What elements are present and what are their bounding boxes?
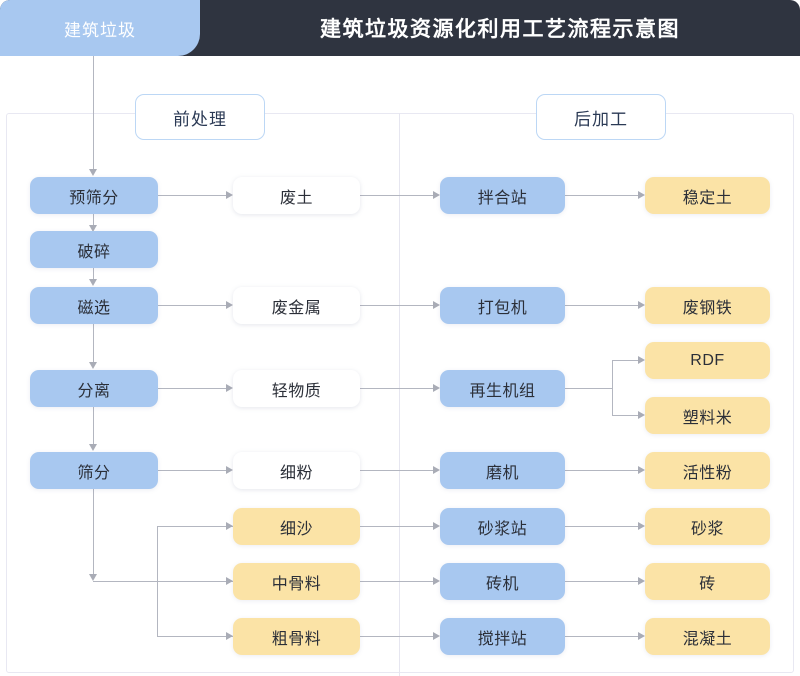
node-recycling-unit[interactable]: 再生机组: [440, 370, 565, 407]
conn-powder-mill: [360, 470, 435, 471]
node-mortar-station[interactable]: 砂浆站: [440, 508, 565, 545]
conn-split-to-rdf: [612, 360, 640, 361]
arrow-baler-scrap-steel: [638, 301, 645, 309]
arrow-light-recycler: [433, 384, 440, 392]
arrow-mortar-plant-mortar: [638, 522, 645, 530]
conn-trunk-to-finesand: [157, 526, 233, 527]
arrow-screen-fine-powder: [226, 466, 233, 474]
conn-mill-active-powder: [565, 470, 640, 471]
arrow-powder-mill: [433, 466, 440, 474]
node-concrete[interactable]: 混凝土: [645, 618, 770, 655]
conn-magnetic-scrap-metal: [158, 305, 228, 306]
arrow-waste-soil-mixing: [433, 191, 440, 199]
arrow-to-medium: [226, 577, 233, 585]
arrow-medium-brick-machine: [433, 577, 440, 585]
arrow-prescreen-waste-soil: [226, 191, 233, 199]
node-fine-sand[interactable]: 细沙: [233, 508, 360, 545]
conn-prescreen-crush: [93, 213, 94, 227]
header-tab-construction-waste[interactable]: 建筑垃圾: [0, 0, 200, 56]
conn-screen-to-aggregates: [93, 488, 94, 578]
node-prescreen[interactable]: 预筛分: [30, 177, 158, 214]
node-scrap-steel[interactable]: 废钢铁: [645, 287, 770, 324]
node-mixing-station[interactable]: 拌合站: [440, 177, 565, 214]
node-brick[interactable]: 砖: [645, 563, 770, 600]
conn-waste-soil-mixing: [360, 195, 435, 196]
conn-crush-magnetic: [93, 267, 94, 281]
conn-tab-to-prescreen: [93, 56, 94, 171]
conn-screen-fine-powder: [158, 470, 228, 471]
conn-scrap-baler: [360, 305, 435, 306]
arrow-mill-active-powder: [638, 466, 645, 474]
section-label-pretreatment: 前处理: [135, 94, 265, 140]
stage-divider: [399, 113, 400, 676]
arrow-to-coarse: [226, 632, 233, 640]
conn-coarse-batching: [360, 636, 435, 637]
conn-mortar-plant-mortar: [565, 526, 640, 527]
node-screening[interactable]: 筛分: [30, 452, 158, 489]
arrow-tab-to-prescreen: [89, 169, 97, 176]
arrow-separate-light: [226, 384, 233, 392]
arrow-coarse-batching: [433, 632, 440, 640]
node-active-powder[interactable]: 活性粉: [645, 452, 770, 489]
conn-aggregate-trunk-v: [157, 526, 158, 637]
arrow-prescreen-crush: [89, 225, 97, 232]
page-title: 建筑垃圾资源化利用工艺流程示意图: [320, 18, 680, 41]
node-waste-soil[interactable]: 废土: [233, 177, 360, 214]
section-label-postprocessing: 后加工: [536, 94, 666, 140]
conn-recycler-split-stem: [565, 388, 613, 389]
node-stabilized-soil[interactable]: 稳定土: [645, 177, 770, 214]
conn-separate-screen: [93, 406, 94, 446]
node-separation[interactable]: 分离: [30, 370, 158, 407]
node-magnetic-sep[interactable]: 磁选: [30, 287, 158, 324]
conn-aggregate-trunk-h: [93, 581, 233, 582]
node-coarse-aggregate[interactable]: 粗骨料: [233, 618, 360, 655]
arrow-to-finesand: [226, 522, 233, 530]
node-crusher[interactable]: 破碎: [30, 231, 158, 268]
conn-recycler-split-v: [612, 360, 613, 416]
node-baler[interactable]: 打包机: [440, 287, 565, 324]
node-scrap-metal[interactable]: 废金属: [233, 287, 360, 324]
conn-magnetic-separate: [93, 323, 94, 364]
conn-mixing-stabilized-soil: [565, 195, 640, 196]
node-mortar[interactable]: 砂浆: [645, 508, 770, 545]
node-batching-plant[interactable]: 搅拌站: [440, 618, 565, 655]
conn-baler-scrap-steel: [565, 305, 640, 306]
node-plastic-pellets[interactable]: 塑料米: [645, 397, 770, 434]
arrow-crush-magnetic: [89, 279, 97, 286]
node-rdf[interactable]: RDF: [645, 342, 770, 379]
conn-prescreen-waste-soil: [158, 195, 228, 196]
node-light-material[interactable]: 轻物质: [233, 370, 360, 407]
arrow-screen-to-aggregates: [89, 574, 97, 581]
node-fine-powder[interactable]: 细粉: [233, 452, 360, 489]
conn-batching-concrete: [565, 636, 640, 637]
conn-brick-machine-brick: [565, 581, 640, 582]
conn-split-to-plastic: [612, 415, 640, 416]
arrow-batching-concrete: [638, 632, 645, 640]
arrow-finesand-mortar-plant: [433, 522, 440, 530]
arrow-separate-screen: [89, 444, 97, 451]
arrow-magnetic-scrap-metal: [226, 301, 233, 309]
arrow-to-plastic: [638, 411, 645, 419]
arrow-mixing-stabilized-soil: [638, 191, 645, 199]
node-brick-machine[interactable]: 砖机: [440, 563, 565, 600]
arrow-magnetic-separate: [89, 362, 97, 369]
conn-light-recycler: [360, 388, 435, 389]
node-medium-aggregate[interactable]: 中骨料: [233, 563, 360, 600]
arrow-brick-machine-brick: [638, 577, 645, 585]
conn-finesand-mortar-plant: [360, 526, 435, 527]
conn-trunk-to-coarse: [157, 636, 233, 637]
conn-medium-brick-machine: [360, 581, 435, 582]
node-mill[interactable]: 磨机: [440, 452, 565, 489]
conn-separate-light: [158, 388, 228, 389]
arrow-scrap-baler: [433, 301, 440, 309]
arrow-to-rdf: [638, 356, 645, 364]
